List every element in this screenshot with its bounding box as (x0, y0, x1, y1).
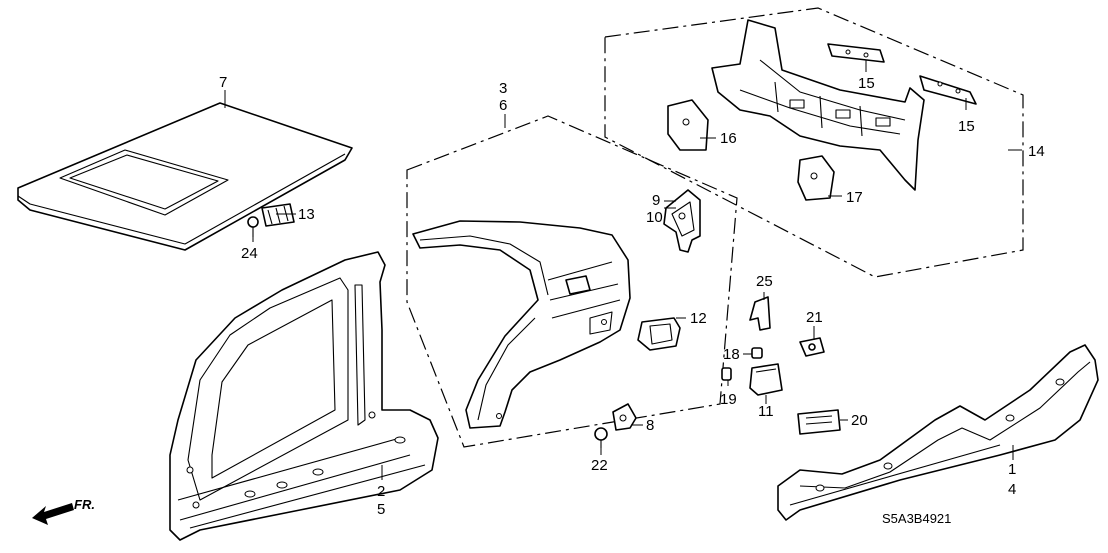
callout-labels: 7 13 24 3 6 9 10 12 25 21 18 19 11 8 22 … (219, 74, 1045, 518)
side-sill (777, 344, 1099, 521)
rear-bracket-15-top (827, 43, 885, 63)
roof-panel (17, 102, 353, 251)
clip-18 (751, 347, 763, 359)
callout-2: 2 (377, 483, 385, 500)
rear-bracket-15-right (919, 75, 977, 105)
callout-4: 4 (1008, 481, 1016, 498)
callout-14: 14 (1028, 143, 1045, 160)
callout-9: 9 (652, 192, 660, 209)
rear-quarter-panel (412, 220, 631, 429)
callout-1: 1 (1008, 461, 1016, 478)
bracket-25 (749, 296, 771, 331)
bolt-21 (799, 337, 825, 357)
front-direction-arrow: FR. (32, 497, 95, 525)
callout-24: 24 (241, 245, 258, 262)
rear-panel (711, 19, 925, 191)
callout-15-top: 15 (858, 75, 875, 92)
rear-gusset-16 (667, 99, 709, 151)
callout-12: 12 (690, 310, 707, 327)
callout-3: 3 (499, 80, 507, 97)
front-direction-label: FR. (74, 497, 95, 512)
rear-gusset-17 (797, 155, 835, 201)
diagram-code: S5A3B4921 (882, 511, 951, 526)
callout-8: 8 (646, 417, 654, 434)
callout-25: 25 (756, 273, 773, 290)
callout-19: 19 (720, 391, 737, 408)
bolt-22 (594, 427, 608, 448)
callout-17: 17 (846, 189, 863, 206)
bracket-8 (612, 403, 637, 431)
callout-7: 7 (219, 74, 227, 91)
callout-22: 22 (591, 457, 608, 474)
dashed-frame-quarter-panel (406, 115, 738, 448)
callout-16: 16 (720, 130, 737, 147)
callout-6: 6 (499, 97, 507, 114)
callout-15-right: 15 (958, 118, 975, 135)
callout-5: 5 (377, 501, 385, 518)
nut-19 (721, 367, 732, 381)
callout-13: 13 (298, 206, 315, 223)
callout-20: 20 (851, 412, 868, 429)
fuel-lid-11 (749, 363, 783, 396)
callout-11: 11 (758, 403, 774, 420)
grommet-20 (797, 409, 841, 435)
dashed-frame-rear-panel (604, 7, 1024, 278)
callout-21: 21 (806, 309, 823, 326)
roof-clip (261, 203, 295, 227)
fuel-filler-housing (637, 317, 681, 351)
inner-brace (663, 189, 701, 253)
leader-lines (224, 60, 1022, 480)
outer-side-panel (169, 251, 439, 541)
callout-10: 10 (646, 209, 663, 226)
callout-18: 18 (723, 346, 740, 363)
